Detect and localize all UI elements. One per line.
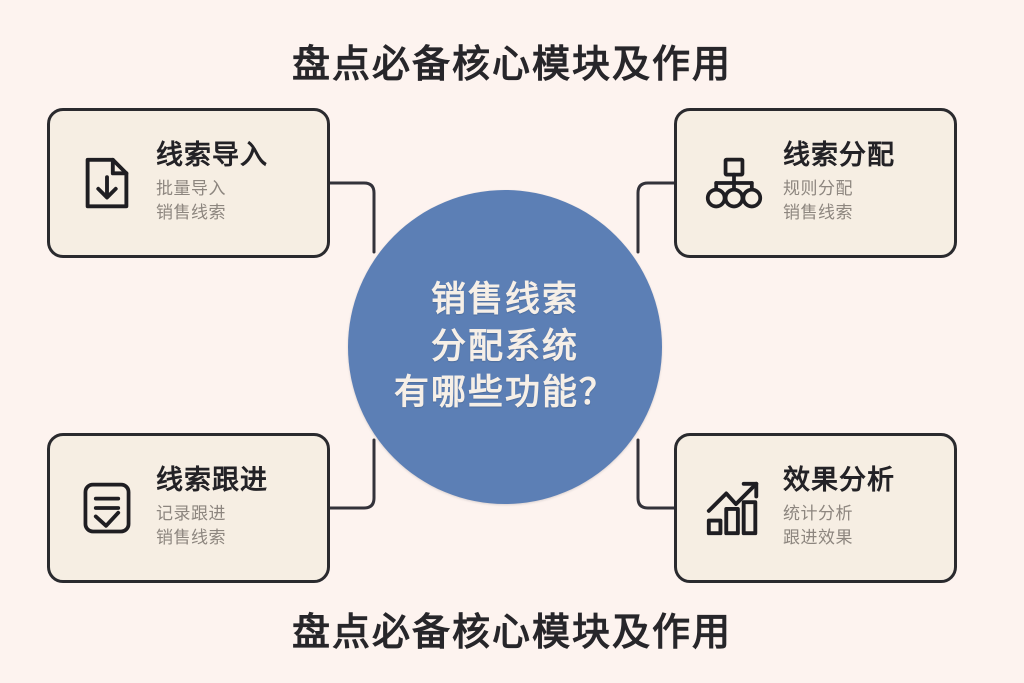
card-subtitle-line-2: 销售线索 <box>783 203 853 223</box>
card-title: 线索分配 <box>783 139 895 170</box>
card-title: 效果分析 <box>783 464 895 495</box>
card-lead-distribution[interactable]: 线索分配 规则分配 销售线索 <box>674 108 957 258</box>
checklist-clipboard-icon <box>74 475 140 541</box>
card-lead-import[interactable]: 线索导入 批量导入 销售线索 <box>47 108 330 258</box>
card-title: 线索跟进 <box>156 464 268 495</box>
card-text: 线索分配 规则分配 销售线索 <box>783 139 954 226</box>
connector-top-right <box>636 181 676 254</box>
card-subtitle-line-1: 规则分配 <box>783 179 853 199</box>
document-download-icon <box>74 150 140 216</box>
card-text: 线索跟进 记录跟进 销售线索 <box>156 464 327 551</box>
connector-bottom-right <box>636 438 676 510</box>
page-title-bottom: 盘点必备核心模块及作用 <box>291 612 732 654</box>
org-chart-distribute-icon <box>701 150 767 216</box>
card-lead-followup[interactable]: 线索跟进 记录跟进 销售线索 <box>47 433 330 583</box>
connector-top-left <box>328 181 376 254</box>
center-line-3: 有哪些功能？ <box>393 373 616 413</box>
center-line-2: 分配系统 <box>430 326 579 366</box>
center-circle: 销售线索 分配系统 有哪些功能？ <box>348 190 662 504</box>
connector-bottom-left <box>328 438 376 510</box>
center-line-1: 销售线索 <box>430 280 579 320</box>
card-subtitle-line-1: 记录跟进 <box>156 504 226 524</box>
card-subtitle-line-1: 统计分析 <box>783 504 853 524</box>
card-subtitle-line-2: 跟进效果 <box>783 528 853 548</box>
card-subtitle-line-1: 批量导入 <box>156 179 226 199</box>
card-subtitle-line-2: 销售线索 <box>156 528 226 548</box>
card-effect-analysis[interactable]: 效果分析 统计分析 跟进效果 <box>674 433 957 583</box>
card-text: 线索导入 批量导入 销售线索 <box>156 139 327 226</box>
card-text: 效果分析 统计分析 跟进效果 <box>783 464 954 551</box>
page-title-top: 盘点必备核心模块及作用 <box>291 44 732 86</box>
card-title: 线索导入 <box>156 139 268 170</box>
card-subtitle-line-2: 销售线索 <box>156 203 226 223</box>
bar-chart-growth-icon <box>701 475 767 541</box>
